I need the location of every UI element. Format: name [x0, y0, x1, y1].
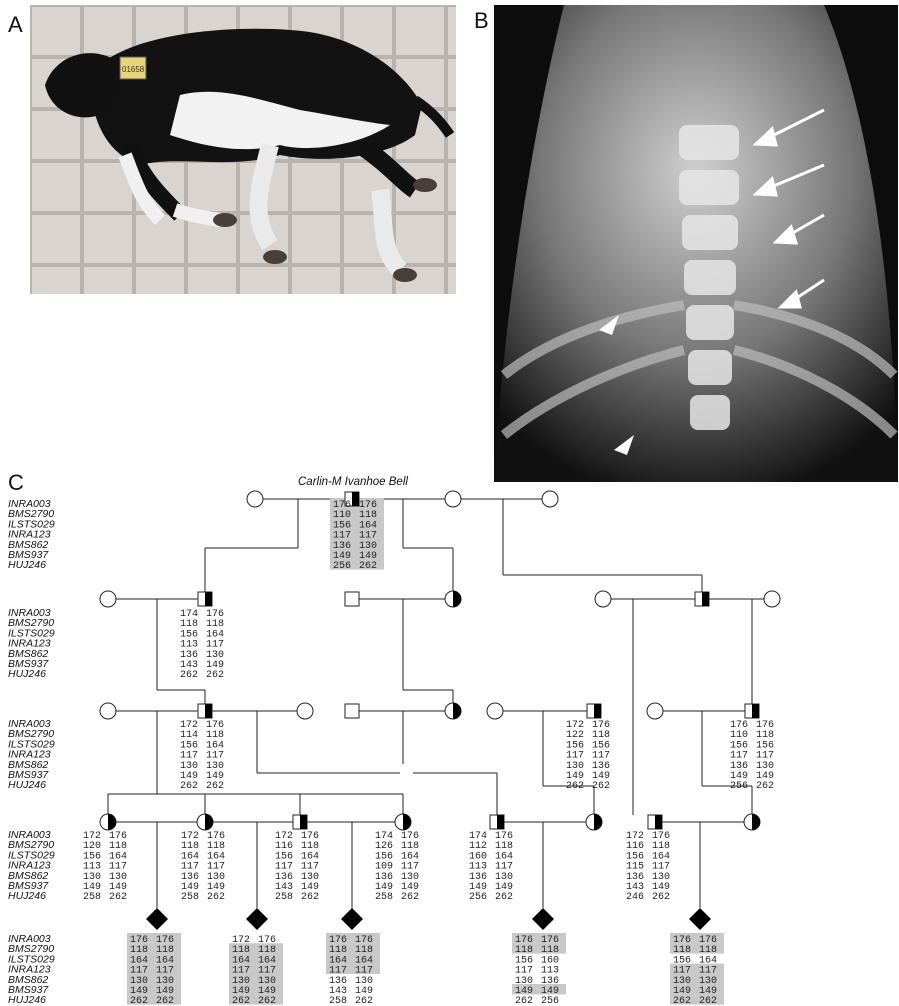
carrier-female-symbol — [744, 814, 760, 830]
marker-label: HUJ246 — [8, 668, 46, 680]
carrier-female-symbol — [445, 591, 461, 607]
allele-value: 262 — [566, 781, 584, 792]
allele-value: 262 — [206, 670, 224, 681]
affected-calf-symbol — [689, 908, 711, 930]
allele-value: 262 — [359, 561, 377, 572]
male-symbol — [345, 704, 359, 718]
female-symbol — [542, 491, 558, 507]
female-symbol — [487, 703, 503, 719]
carrier-female-symbol — [586, 814, 602, 830]
allele-value: 262 — [592, 781, 610, 792]
carrier-female-symbol — [197, 814, 213, 830]
allele-value: 262 — [180, 781, 198, 792]
panel-label-b: B — [474, 8, 489, 34]
allele-value: 262 — [301, 892, 319, 903]
allele-value: 262 — [673, 996, 691, 1006]
carrier-male-symbol — [198, 592, 212, 606]
allele-value: 258 — [375, 892, 393, 903]
marker-label: HUJ246 — [8, 779, 46, 791]
female-symbol — [100, 591, 116, 607]
affected-calf-symbol — [146, 908, 168, 930]
female-symbol — [100, 703, 116, 719]
allele-value: 262 — [699, 996, 717, 1006]
marker-label: HUJ246 — [8, 890, 46, 902]
pedigree-chart: INRA003BMS2790ILSTS029INRA123BMS862BMS93… — [0, 470, 899, 1006]
carrier-female-symbol — [100, 814, 116, 830]
affected-calf-symbol — [341, 908, 363, 930]
female-symbol — [445, 491, 461, 507]
female-symbol — [764, 591, 780, 607]
allele-value: 262 — [207, 892, 225, 903]
allele-value: 258 — [83, 892, 101, 903]
carrier-male-symbol — [198, 704, 212, 718]
affected-calf-symbol — [246, 908, 268, 930]
allele-value: 262 — [355, 996, 373, 1006]
carrier-male-symbol — [648, 815, 662, 829]
marker-labels: INRA003BMS2790ILSTS029INRA123BMS862BMS93… — [8, 498, 55, 1006]
female-symbol — [247, 491, 263, 507]
allele-value: 262 — [495, 892, 513, 903]
ear-tag-text: 01658 — [122, 65, 145, 74]
allele-value: 262 — [515, 996, 533, 1006]
allele-value: 246 — [626, 892, 644, 903]
allele-value: 262 — [130, 996, 148, 1006]
allele-value: 256 — [730, 781, 748, 792]
allele-value: 262 — [258, 996, 276, 1006]
carrier-female-symbol — [395, 814, 411, 830]
allele-value: 262 — [109, 892, 127, 903]
carrier-male-symbol — [587, 704, 601, 718]
carrier-male-symbol — [490, 815, 504, 829]
allele-value: 256 — [333, 561, 351, 572]
panel-label-a: A — [8, 12, 23, 38]
allele-value: 262 — [756, 781, 774, 792]
female-symbol — [595, 591, 611, 607]
founder-name: Carlin-M Ivanhoe Bell — [298, 476, 408, 488]
allele-value: 258 — [329, 996, 347, 1006]
calf-photo: 01658 — [30, 5, 456, 294]
carrier-female-symbol — [445, 703, 461, 719]
allele-value: 256 — [469, 892, 487, 903]
allele-value: 262 — [232, 996, 250, 1006]
allele-value: 258 — [275, 892, 293, 903]
affected-calf-symbol — [532, 908, 554, 930]
carrier-male-symbol — [293, 815, 307, 829]
female-symbol — [647, 703, 663, 719]
female-symbol — [297, 703, 313, 719]
allele-value: 262 — [652, 892, 670, 903]
carrier-male-symbol — [745, 704, 759, 718]
allele-value: 262 — [401, 892, 419, 903]
allele-value: 262 — [206, 781, 224, 792]
xray-image — [494, 5, 898, 482]
allele-value: 256 — [541, 996, 559, 1006]
carrier-male-symbol — [695, 592, 709, 606]
allele-value: 262 — [156, 996, 174, 1006]
male-symbol — [345, 592, 359, 606]
allele-value: 258 — [181, 892, 199, 903]
marker-label: HUJ246 — [8, 559, 46, 571]
allele-value: 262 — [180, 670, 198, 681]
marker-label: HUJ246 — [8, 994, 46, 1006]
